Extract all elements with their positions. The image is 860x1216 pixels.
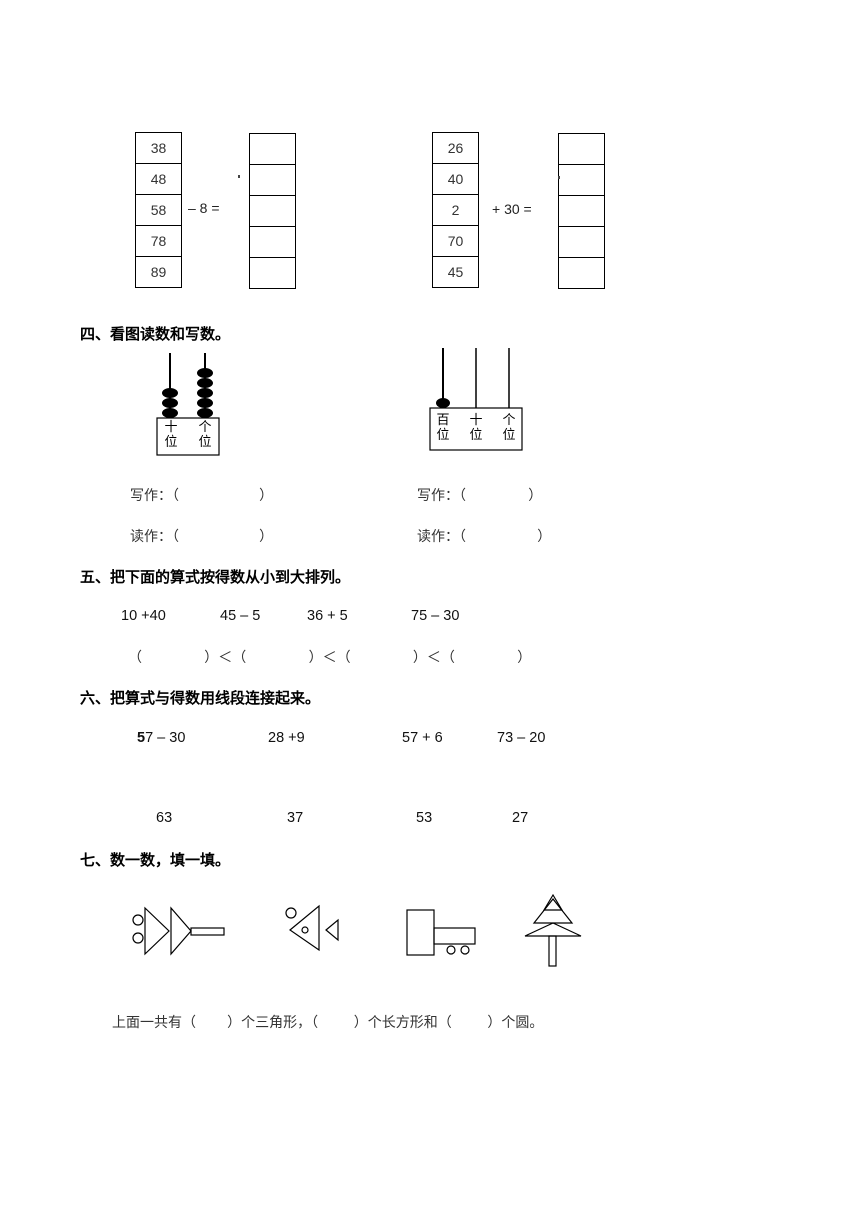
triangle-shape	[325, 918, 339, 942]
triangle-shape	[170, 906, 192, 956]
right-number-column: 26 40 2 70 45	[432, 132, 479, 288]
bead	[162, 408, 178, 418]
triangle-shape	[542, 893, 564, 911]
answer-cell[interactable]	[559, 258, 604, 289]
abacus-tens-ones	[156, 353, 220, 456]
circle-shape	[301, 926, 309, 934]
bead	[197, 398, 213, 408]
circle-shape	[285, 907, 297, 919]
bead	[197, 408, 213, 418]
expression: 57 + 6	[402, 730, 443, 746]
rectangle-shape	[190, 927, 225, 936]
bead	[436, 398, 450, 408]
bead	[197, 368, 213, 378]
expression: 36 + 5	[307, 608, 348, 624]
read-field-left[interactable]: 读作：（ ）	[130, 529, 274, 545]
rectangle-shape	[548, 935, 557, 967]
fish-figure	[285, 904, 339, 952]
triangle-shape	[532, 898, 574, 924]
section-7-title: 七、数一数，填一填。	[80, 851, 231, 869]
rectangle-shape	[406, 909, 435, 956]
stray-dot	[558, 176, 560, 179]
result-number: 63	[156, 810, 173, 826]
circle-shape	[460, 945, 470, 955]
abacus-label-tens: 十位	[164, 420, 178, 450]
answer-cell[interactable]	[250, 258, 295, 289]
abacus-label-ones: 个位	[198, 420, 212, 450]
expression-rest: 7 – 30	[145, 730, 186, 746]
answer-cell[interactable]	[559, 165, 604, 196]
right-operation: + 30 =	[492, 201, 532, 217]
answer-cell[interactable]	[250, 196, 295, 227]
number-cell: 2	[433, 195, 478, 226]
triangle-shape	[289, 904, 320, 952]
answer-cell[interactable]	[559, 134, 604, 165]
expression: 45 – 5	[220, 608, 261, 624]
write-field-left[interactable]: 写作：（ ）	[130, 488, 274, 504]
abacus-label-ones: 个位	[502, 413, 516, 443]
answer-cell[interactable]	[250, 165, 295, 196]
result-number: 37	[287, 810, 304, 826]
right-answer-column[interactable]	[558, 133, 605, 289]
abacus-base	[429, 407, 523, 451]
result-number: 53	[416, 810, 433, 826]
expression: 57 – 30	[137, 730, 185, 746]
bead	[162, 388, 178, 398]
section-6-title: 六、把算式与得数用线段连接起来。	[80, 689, 321, 707]
section-4-title: 四、看图读数和写数。	[80, 325, 231, 343]
number-cell: 26	[433, 133, 478, 164]
left-operation: – 8 =	[188, 200, 220, 216]
abacus-label-tens: 十位	[469, 413, 483, 443]
expression: 75 – 30	[411, 608, 460, 624]
left-number-column: 38 48 58 78 89	[135, 132, 182, 288]
triangle-shape	[144, 906, 170, 956]
left-answer-column[interactable]	[249, 133, 296, 289]
bead	[197, 378, 213, 388]
expression-bold-digit: 5	[137, 730, 146, 746]
abacus-base	[156, 417, 220, 456]
expression: 10 +40	[121, 608, 166, 624]
number-cell: 45	[433, 257, 478, 288]
stray-dot	[238, 175, 240, 178]
triangle-shape	[524, 922, 582, 937]
write-field-right[interactable]: 写作：（ ）	[417, 488, 543, 504]
expression: 28 +9	[268, 730, 305, 746]
circle-shape	[132, 914, 144, 926]
number-cell: 70	[433, 226, 478, 257]
number-cell: 58	[136, 195, 181, 226]
answer-cell[interactable]	[559, 196, 604, 227]
answer-cell[interactable]	[250, 227, 295, 258]
bead	[197, 388, 213, 398]
rectangle-shape	[433, 927, 476, 945]
expression: 73 – 20	[497, 730, 546, 746]
result-number: 27	[512, 810, 529, 826]
tree-figure	[524, 893, 582, 967]
circle-shape	[446, 945, 456, 955]
number-cell: 89	[136, 257, 181, 288]
circle-shape	[132, 932, 144, 944]
abacus-hundreds-tens-ones	[429, 348, 523, 451]
number-cell: 78	[136, 226, 181, 257]
number-cell: 40	[433, 164, 478, 195]
read-field-right[interactable]: 读作：（ ）	[417, 529, 552, 545]
number-cell: 38	[136, 133, 181, 164]
answer-cell[interactable]	[559, 227, 604, 258]
number-cell: 48	[136, 164, 181, 195]
count-answer-sentence[interactable]: 上面一共有（ ）个三角形，（ ）个长方形和（ ）个圆。	[112, 1015, 544, 1031]
bead	[162, 398, 178, 408]
abacus-label-hundreds: 百位	[436, 413, 450, 443]
answer-cell[interactable]	[250, 134, 295, 165]
section-5-title: 五、把下面的算式按得数从小到大排列。	[80, 568, 351, 586]
ordering-answer-line[interactable]: （ ）＜（ ）＜（ ）＜（ ）	[128, 650, 532, 666]
triangle-figure	[132, 906, 225, 956]
truck-figure	[406, 909, 476, 956]
